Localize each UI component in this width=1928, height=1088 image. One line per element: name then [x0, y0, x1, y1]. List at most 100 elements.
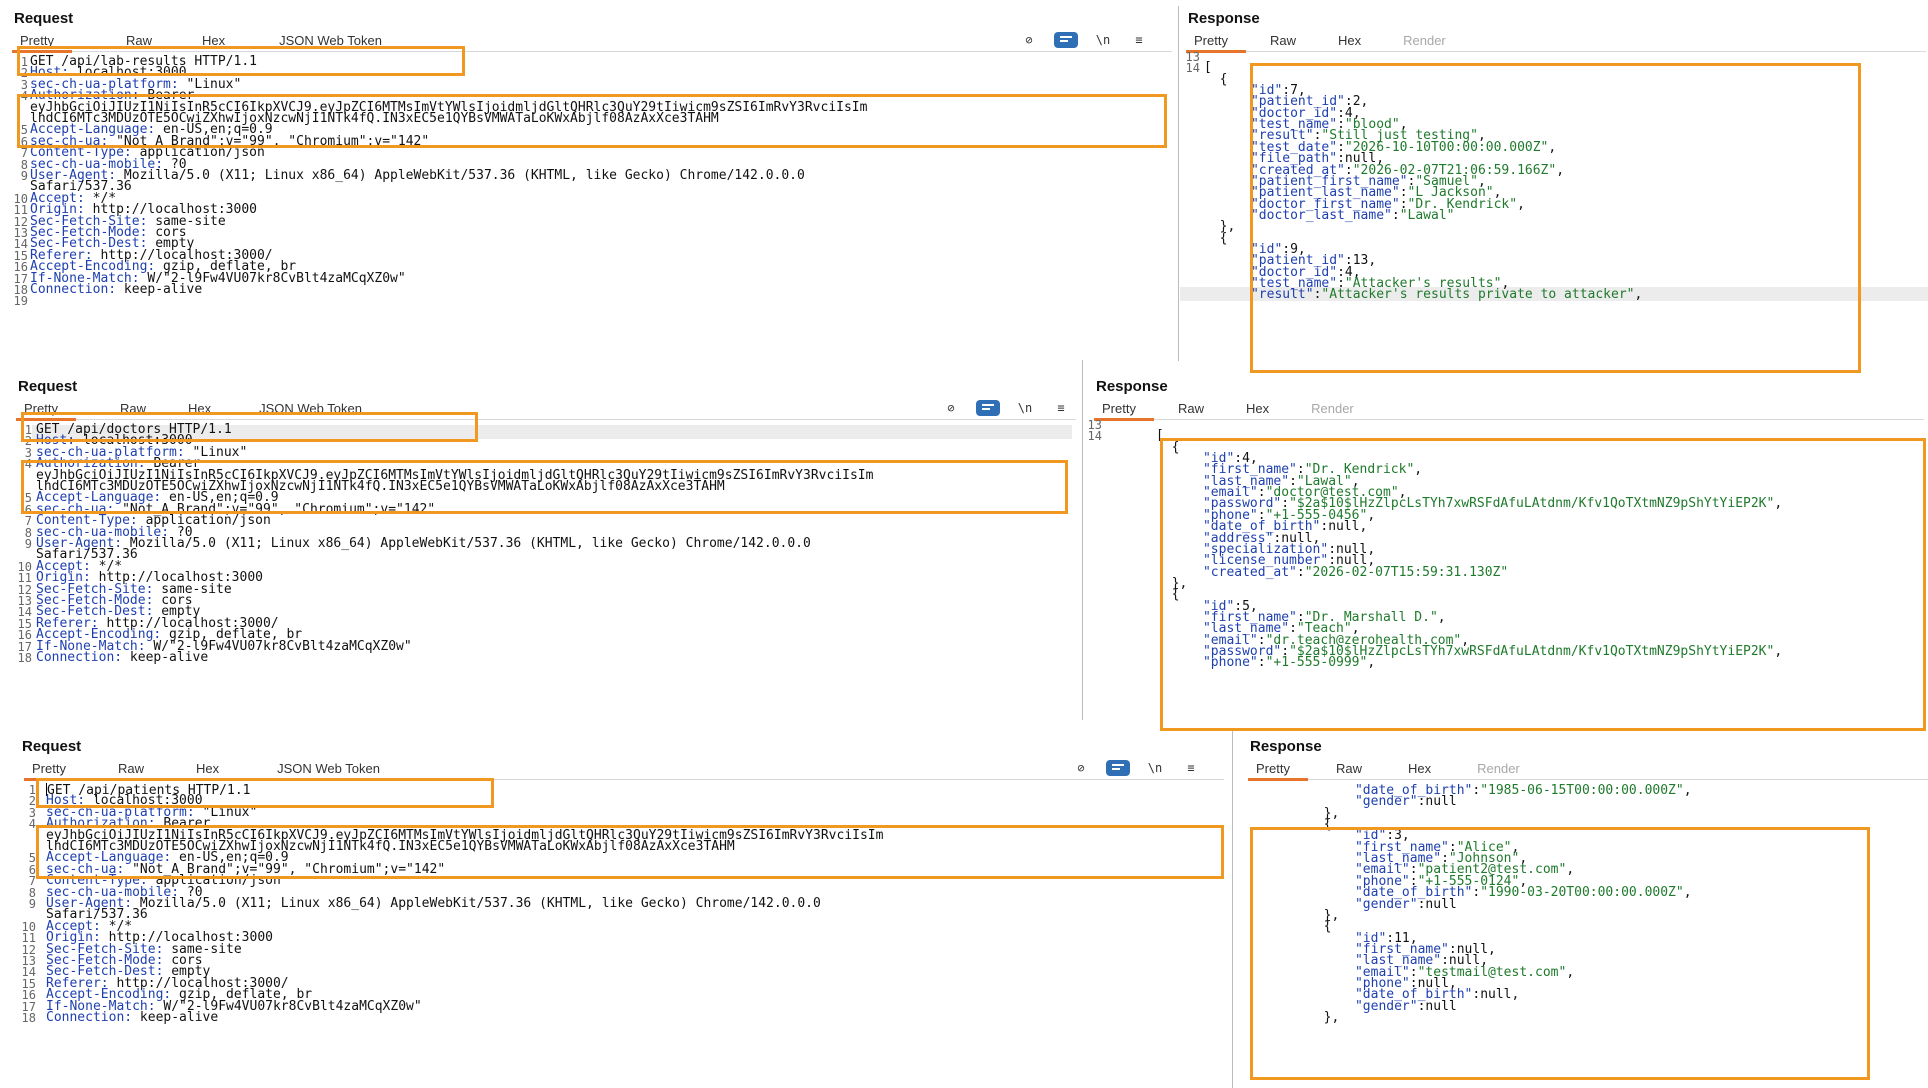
line-number: 17: [13, 271, 28, 286]
line-number: 6: [28, 862, 36, 877]
line-number: 3: [20, 77, 28, 92]
line-number: 12: [13, 214, 28, 229]
line-number: 13: [21, 954, 36, 968]
request-line: User-Agent: Mozilla/5.0 (X11; Linux x86_…: [36, 536, 811, 551]
line-number: 18: [13, 283, 28, 297]
response-line: "result":"Attacker's results private to …: [1250, 287, 1643, 303]
tab-raw[interactable]: Raw: [1335, 761, 1362, 776]
tab-hex[interactable]: Hex: [201, 33, 226, 48]
tab-raw[interactable]: Raw: [1269, 33, 1296, 48]
tab-hex[interactable]: Hex: [1245, 401, 1270, 416]
request-line: Host: localhost:3000: [46, 793, 203, 809]
request-title: Request: [18, 378, 78, 395]
response-line: {: [1204, 71, 1228, 87]
response-line: "first_name":null,: [1354, 941, 1496, 957]
line-number: 12: [21, 942, 36, 957]
line-number: 5: [24, 491, 32, 506]
request-line: Accept-Encoding: gzip, deflate, br: [30, 259, 297, 275]
line-number: 9: [20, 169, 28, 183]
request-line: eyJhbGciOiJIUzI1NiIsInR5cCI6IkpXVCJ9.eyJ…: [36, 467, 874, 483]
tab-pretty[interactable]: Pretty: [1094, 401, 1158, 421]
tab-json-web-token[interactable]: JSON Web Token: [277, 761, 380, 776]
eye-slash-icon[interactable]: ⊘: [1077, 761, 1085, 775]
pane-divider[interactable]: [1082, 360, 1083, 720]
tab-hex[interactable]: Hex: [1407, 761, 1432, 776]
response-line: "file_path":null,: [1250, 151, 1385, 167]
request-line: User-Agent: Mozilla/5.0 (X11; Linux x86_…: [30, 168, 805, 183]
request-line: Content-Type: application/json: [36, 513, 271, 529]
request-line: If-None-Match: W/"2-l9Fw4VU07kr8CvBlt4za…: [36, 638, 412, 654]
response-line: },: [1308, 805, 1340, 821]
response-line: "test_name":"blood",: [1250, 117, 1408, 133]
response-pane-patients: Response Pretty Raw Hex Render "date_of_…: [1234, 728, 1928, 1088]
request-line: Sec-Fetch-Site: same-site: [30, 213, 226, 229]
pane-divider[interactable]: [1178, 6, 1179, 361]
request-line: Sec-Fetch-Site: same-site: [46, 941, 242, 957]
eye-slash-icon[interactable]: ⊘: [947, 401, 955, 415]
line-number: 11: [21, 931, 36, 946]
response-line: "phone":"+1-555-0456",: [1202, 507, 1376, 523]
response-line: "date_of_birth":"1990-03-20T00:00:00.000…: [1354, 885, 1692, 901]
line-number: 13: [1087, 418, 1102, 432]
highlight-response-records: [1250, 63, 1861, 373]
line-number: 10: [13, 191, 28, 206]
request-line: Origin: http://localhost:3000: [46, 930, 273, 946]
newline-icon[interactable]: \n: [1095, 33, 1111, 47]
tab-raw[interactable]: Raw: [117, 761, 144, 776]
wrap-icon[interactable]: [1054, 32, 1078, 48]
newline-icon[interactable]: \n: [1017, 401, 1033, 415]
tab-hex[interactable]: Hex: [195, 761, 220, 776]
tab-pretty[interactable]: Pretty: [24, 761, 88, 781]
text-caret: [46, 783, 47, 796]
request-tabs: Pretty Raw Hex JSON Web Token: [24, 761, 1224, 781]
tab-hex[interactable]: Hex: [1337, 33, 1362, 48]
wrap-icon[interactable]: [976, 400, 1000, 416]
line-number: 13: [1185, 50, 1200, 64]
response-title: Response: [1096, 378, 1168, 395]
response-line: "email":"patient2@test.com",: [1354, 862, 1575, 878]
response-line: "phone":"+1-555-0999",: [1202, 655, 1376, 671]
request-pane-doctors: Request Pretty Raw Hex JSON Web Token ⊘ …: [4, 368, 1080, 730]
highlight-authorization: [21, 460, 1068, 514]
response-line: "license_number":null,: [1202, 553, 1376, 569]
response-title: Response: [1250, 738, 1322, 755]
response-line: {: [1308, 919, 1332, 935]
pane-divider[interactable]: [1232, 728, 1233, 1088]
tab-raw[interactable]: Raw: [125, 33, 152, 48]
newline-icon[interactable]: \n: [1147, 761, 1163, 775]
tab-render[interactable]: Render: [1311, 401, 1354, 416]
response-line: "created_at":"2026-02-07T15:59:31.130Z": [1202, 564, 1509, 580]
tab-pretty[interactable]: Pretty: [12, 33, 76, 53]
tab-render[interactable]: Render: [1403, 33, 1446, 48]
request-line: Accept-Language: en-US,en;q=0.9: [36, 490, 279, 506]
request-line: Connection: keep-alive: [46, 1010, 219, 1025]
request-line: GET /api/doctors HTTP/1.1: [36, 422, 232, 437]
eye-slash-icon[interactable]: ⊘: [1025, 33, 1033, 47]
response-tabs: Pretty Raw Hex Render: [1094, 401, 1924, 421]
response-line: {: [1308, 817, 1332, 833]
line-number: 8: [24, 525, 32, 540]
line-number: 14: [21, 965, 36, 980]
menu-icon[interactable]: ≡: [1187, 761, 1195, 775]
line-number: 14: [1185, 61, 1200, 76]
menu-icon[interactable]: ≡: [1135, 33, 1143, 47]
menu-icon[interactable]: ≡: [1057, 401, 1065, 415]
tab-pretty[interactable]: Pretty: [1186, 33, 1250, 53]
request-line: Accept: */*: [36, 558, 123, 574]
response-line: "first_name":"Alice",: [1354, 839, 1520, 855]
response-viewer[interactable]: "date_of_birth":"1985-06-15T00:00:00.000…: [1238, 784, 1924, 1084]
line-number: 19: [13, 294, 28, 309]
tab-pretty[interactable]: Pretty: [1248, 761, 1312, 781]
tab-json-web-token[interactable]: JSON Web Token: [279, 33, 382, 48]
response-line: "password":"$2a$10$lHzZlpcLsTYh7xwRSFdAf…: [1202, 644, 1783, 659]
wrap-icon[interactable]: [1106, 760, 1130, 776]
request-line: Referer: http://localhost:3000/: [46, 975, 289, 991]
tab-render[interactable]: Render: [1477, 761, 1520, 776]
tab-raw[interactable]: Raw: [1177, 401, 1204, 416]
